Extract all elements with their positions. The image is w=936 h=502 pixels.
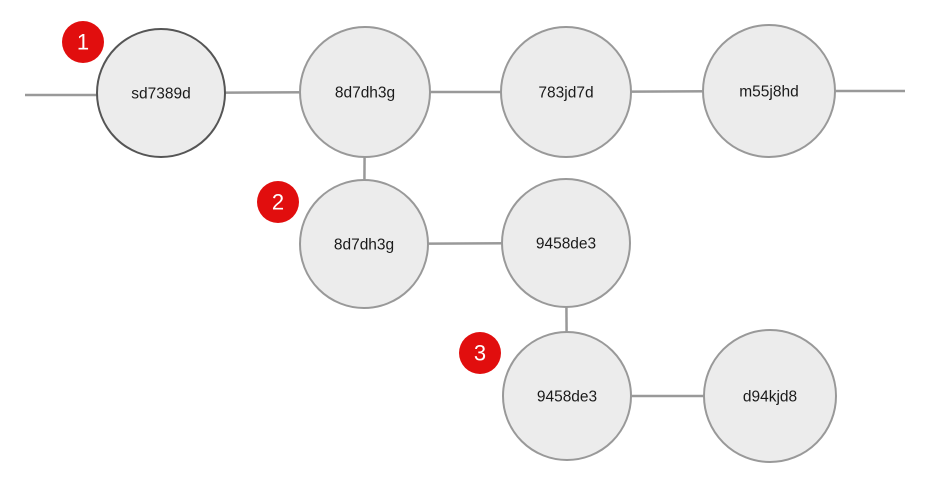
step-badge-2: 2	[257, 181, 299, 223]
step-badge-circle	[459, 332, 501, 374]
commit-circle	[501, 178, 631, 308]
step-badge-label: 3	[474, 341, 486, 366]
commit-circle	[299, 26, 431, 158]
commit-node-c2: 8d7dh3g	[299, 26, 431, 158]
step-badge-1: 1	[62, 21, 104, 63]
step-badge-3: 3	[459, 332, 501, 374]
commit-node-c6: 9458de3	[501, 178, 631, 308]
commit-node-c3: 783jd7d	[500, 26, 632, 158]
commit-label: 8d7dh3g	[335, 84, 395, 101]
step-badge-circle	[62, 21, 104, 63]
commit-circle	[502, 331, 632, 461]
step-badge-label: 1	[77, 30, 89, 55]
commit-circle	[702, 24, 836, 158]
commit-label: 8d7dh3g	[334, 236, 394, 253]
commit-circle	[299, 179, 429, 309]
badges-layer: 1 2 3	[62, 21, 501, 374]
commit-node-c5: 8d7dh3g	[299, 179, 429, 309]
commit-label: sd7389d	[131, 85, 190, 102]
commit-node-c7: 9458de3	[502, 331, 632, 461]
commit-label: 9458de3	[536, 235, 596, 252]
commit-label: 783jd7d	[538, 84, 593, 101]
commit-label: 9458de3	[537, 388, 597, 405]
step-badge-label: 2	[272, 190, 284, 215]
commit-label: m55j8hd	[739, 83, 798, 100]
commit-circle	[500, 26, 632, 158]
step-badge-circle	[257, 181, 299, 223]
commit-node-c1: sd7389d	[96, 28, 226, 158]
commit-label: d94kjd8	[743, 388, 797, 405]
commit-circle	[703, 329, 837, 463]
commit-node-c4: m55j8hd	[702, 24, 836, 158]
commit-circle-active	[96, 28, 226, 158]
commit-node-c8: d94kjd8	[703, 329, 837, 463]
nodes-layer: sd7389d 8d7dh3g 783jd7d m55j8hd 8d7dh3g 9458d…	[96, 24, 837, 463]
